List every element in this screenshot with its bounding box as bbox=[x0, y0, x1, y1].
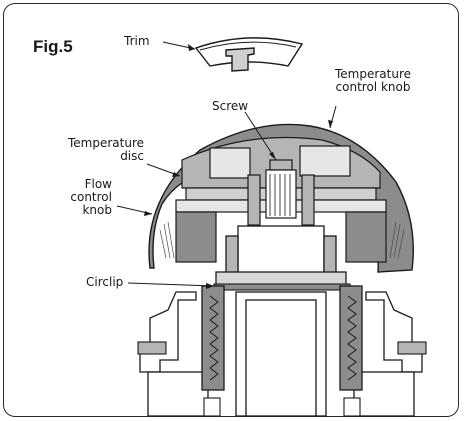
label-temperature-disc-line2: disc bbox=[120, 149, 144, 163]
side-fittings bbox=[137, 341, 427, 417]
figure-title: Fig.5 bbox=[33, 37, 73, 56]
temperature-knob-part bbox=[181, 136, 381, 201]
label-temperature-control-knob-line2: control knob bbox=[335, 80, 411, 94]
trim-part bbox=[194, 37, 304, 72]
label-circlip: Circlip bbox=[86, 275, 124, 289]
label-flow-control-knob-line1: Flow bbox=[84, 177, 112, 191]
label-screw: Screw bbox=[212, 99, 249, 113]
trim-arrowhead bbox=[188, 44, 195, 51]
label-temperature-disc-line1: Temperature bbox=[67, 136, 144, 150]
label-temperature-disc: Temperature disc bbox=[40, 137, 144, 163]
label-flow-control-knob-line3: knob bbox=[82, 203, 112, 217]
label-flow-control-knob-line2: control bbox=[70, 190, 112, 204]
leader-arrowheads bbox=[144, 120, 333, 289]
circlip-part bbox=[213, 283, 351, 291]
valve-body bbox=[139, 285, 423, 417]
label-flow-control-knob: Flow control knob bbox=[40, 178, 112, 217]
left-thread bbox=[209, 295, 219, 381]
label-temperature-control-knob-line1: Temperature bbox=[334, 67, 411, 81]
spindle-housing bbox=[215, 225, 347, 287]
screw-part bbox=[247, 159, 315, 226]
right-thread bbox=[347, 295, 357, 381]
label-temperature-control-knob: Temperature control knob bbox=[318, 68, 428, 94]
label-trim: Trim bbox=[124, 34, 150, 48]
